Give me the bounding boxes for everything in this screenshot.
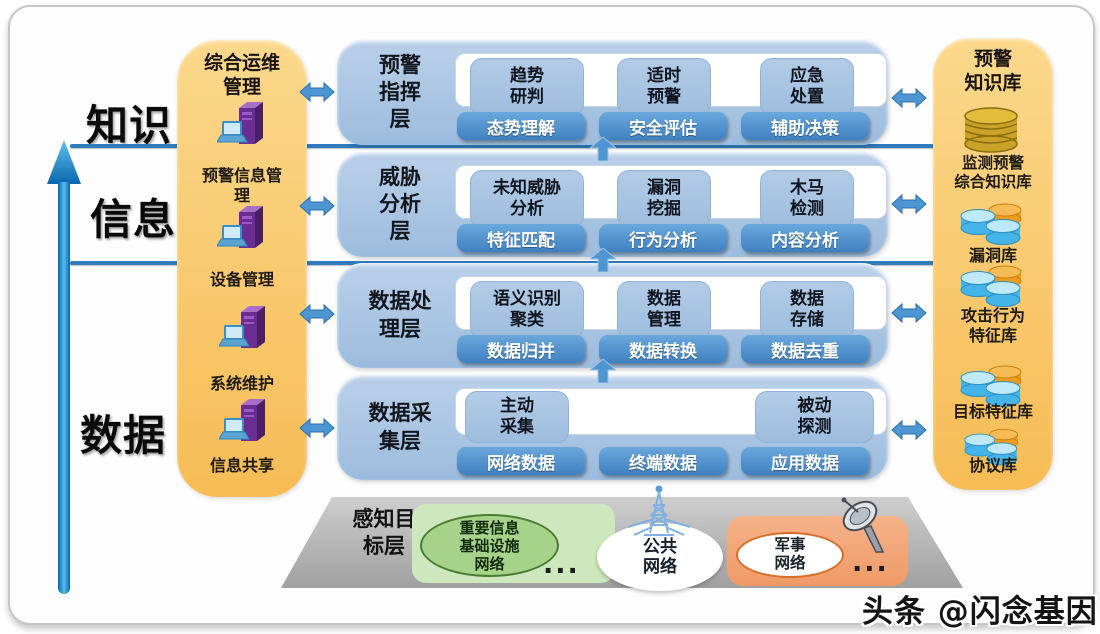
layer-data-processing: 数据处 理层 语义识别 聚类 数据 管理 数据 存储 数据归并 数据转换 数据去… xyxy=(337,263,888,368)
double-arrow-icon xyxy=(299,195,335,217)
military-network-box: 军事 网络 xyxy=(727,516,908,586)
function-pill: 数据归并 xyxy=(457,335,585,363)
watermark-text: 头条 @闪念基因 xyxy=(862,594,1098,630)
layer-title: 预警 指挥 层 xyxy=(379,52,421,132)
axis-up-arrow-shaft xyxy=(58,182,70,594)
up-arrow-icon xyxy=(590,137,616,161)
double-arrow-icon xyxy=(299,303,335,325)
layer-data-collection: 数据采 集层 主动 采集 被动 探测 网络数据 终端数据 应用数据 xyxy=(337,375,888,480)
function-pill: 应用数据 xyxy=(741,447,869,475)
module-box: 主动 采集 xyxy=(465,391,569,443)
ops-item-label: 信息共享 xyxy=(209,456,274,475)
critical-infrastructure-box: 重要信息 基础设施 网络 xyxy=(412,504,615,583)
function-pill: 网络数据 xyxy=(457,447,585,475)
double-arrow-icon xyxy=(891,87,927,109)
kb-item-label: 监测预警 综合知识库 xyxy=(954,154,1032,192)
axis-label-information: 信息 xyxy=(90,195,177,244)
perception-layer-title: 感知目 标层 xyxy=(352,507,416,559)
up-arrow-icon xyxy=(590,359,616,383)
function-pill: 数据去重 xyxy=(741,335,869,363)
double-arrow-icon xyxy=(891,302,927,324)
server-pc-icon xyxy=(219,306,265,348)
disk-cluster-icon xyxy=(960,365,1022,407)
function-pill: 辅助决策 xyxy=(741,112,869,140)
axis-label-knowledge: 知识 xyxy=(86,101,173,150)
module-box: 数据 管理 xyxy=(617,281,711,339)
gold-database-icon xyxy=(964,107,1018,153)
kb-item-label: 目标特征库 xyxy=(952,402,1033,421)
up-arrow-icon xyxy=(590,248,616,272)
layer-title: 威胁 分析 层 xyxy=(379,164,421,244)
ops-item-label: 预警信息管 理 xyxy=(201,166,282,205)
layer-warning-command: 预警 指挥 层 趋势 研判 适时 预警 应急 处置 态势理解 安全评估 辅助决策 xyxy=(337,40,888,145)
critical-infrastructure-network: 重要信息 基础设施 网络 xyxy=(420,514,559,577)
kb-item-label: 攻击行为 特征库 xyxy=(960,306,1025,345)
axis-label-data: 数据 xyxy=(80,411,167,460)
module-box: 未知威胁 分析 xyxy=(470,170,584,228)
kb-item-label: 协议库 xyxy=(968,456,1017,475)
ellipsis-dots: ... xyxy=(543,549,580,580)
panel-operations-title: 综合运维 管理 xyxy=(203,52,280,98)
module-box: 木马 检测 xyxy=(760,170,854,228)
radio-tower-icon xyxy=(627,485,691,536)
function-pill: 终端数据 xyxy=(599,447,727,475)
panel-knowledge-title: 预警 知识库 xyxy=(964,48,1022,94)
module-box: 趋势 研判 xyxy=(470,58,584,116)
double-arrow-icon xyxy=(891,419,927,441)
function-pill: 态势理解 xyxy=(457,112,585,140)
double-arrow-icon xyxy=(299,417,335,439)
kb-item-label: 漏洞库 xyxy=(968,246,1017,265)
module-box: 数据 存储 xyxy=(760,281,854,339)
server-pc-icon xyxy=(219,399,265,441)
ops-item-label: 设备管理 xyxy=(209,270,274,289)
divider-knowledge-information xyxy=(70,144,938,148)
function-pill: 行为分析 xyxy=(599,224,727,252)
ellipsis-dots: ... xyxy=(852,547,889,578)
panel-operations-management: 综合运维 管理 预警信息管 理 设备管理 系统维护 信息 xyxy=(177,40,307,497)
disk-cluster-icon xyxy=(960,265,1022,307)
ops-item-label: 系统维护 xyxy=(209,374,274,393)
function-pill: 安全评估 xyxy=(599,112,727,140)
function-pill: 特征匹配 xyxy=(457,224,585,252)
military-network: 军事 网络 xyxy=(736,532,844,578)
disk-cluster-icon xyxy=(964,428,1019,466)
panel-warning-knowledge-base: 预警 知识库 监测预警 综合知识库 漏洞库 攻击行为 特征库 目标特征库 xyxy=(933,38,1053,490)
double-arrow-icon xyxy=(299,81,335,103)
function-pill: 内容分析 xyxy=(741,224,869,252)
server-pc-icon xyxy=(217,206,263,248)
layer-title: 数据处 理层 xyxy=(368,289,432,341)
disk-cluster-icon xyxy=(960,203,1022,245)
module-box: 漏洞 挖掘 xyxy=(617,170,711,228)
layer-threat-analysis: 威胁 分析 层 未知威胁 分析 漏洞 挖掘 木马 检测 特征匹配 行为分析 内容… xyxy=(337,152,888,257)
module-box: 被动 探测 xyxy=(755,391,874,443)
module-box: 语义识别 聚类 xyxy=(470,281,584,339)
layer-title: 数据采 集层 xyxy=(368,401,432,453)
module-box: 适时 预警 xyxy=(617,58,711,116)
double-arrow-icon xyxy=(891,193,927,215)
server-pc-icon xyxy=(217,102,263,144)
satellite-dish-icon xyxy=(841,497,885,553)
module-box: 应急 处置 xyxy=(760,58,854,116)
function-pill: 数据转换 xyxy=(599,335,727,363)
